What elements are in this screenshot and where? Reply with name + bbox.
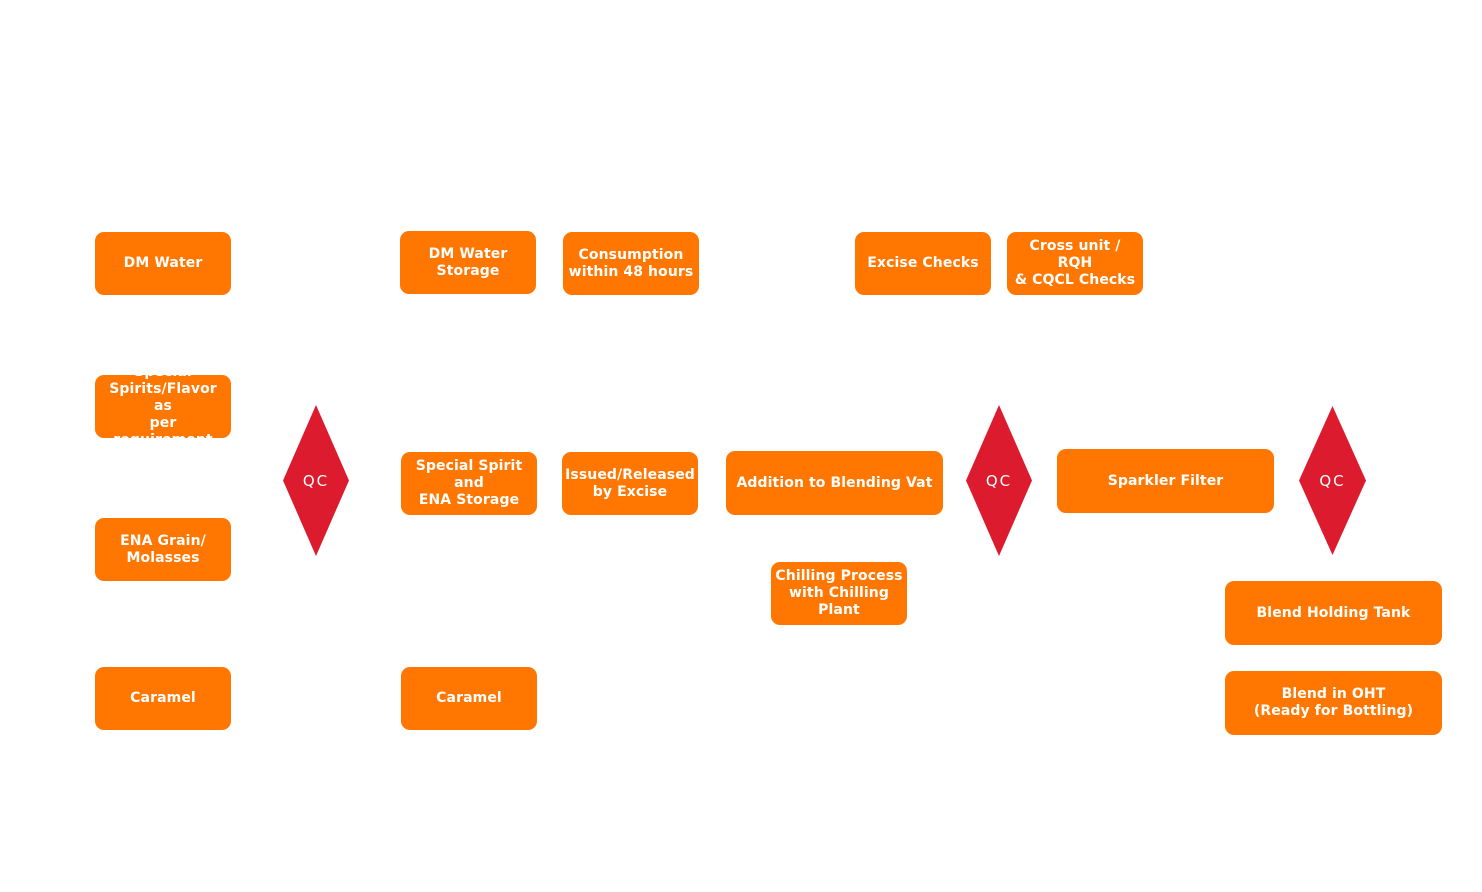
consumption-box: Consumption within 48 hours [563,232,699,295]
dm-water-storage-box: DM Water Storage [400,231,536,294]
qc-diamond-shape [966,405,1032,556]
qc-label: QC [1319,471,1346,490]
qc-diamond-shape [283,405,349,556]
sparkler-filter-box: Sparkler Filter [1057,449,1274,513]
caramel-input-box: Caramel [95,667,231,730]
special-spirit-ena-storage-box: Special Spirit and ENA Storage [401,452,537,515]
qc-diamond-shape [1299,406,1366,555]
chilling-process-box: Chilling Process with Chilling Plant [771,562,907,625]
qc-diamond-3: QC [1299,406,1366,555]
excise-checks-box: Excise Checks [855,232,991,295]
blend-holding-tank-box: Blend Holding Tank [1225,581,1442,645]
issued-released-box: Issued/Released by Excise [562,452,698,515]
qc-label: QC [985,471,1013,490]
dm-water-box: DM Water [95,232,231,295]
ena-grain-box: ENA Grain/ Molasses [95,518,231,581]
blending-vat-box: Addition to Blending Vat [726,451,943,515]
caramel-storage-box: Caramel [401,667,537,730]
blend-in-oht-box: Blend in OHT (Ready for Bottling) [1225,671,1442,735]
qc-diamond-1: QC [283,405,349,556]
qc-diamond-2: QC [966,405,1032,556]
special-spirits-box: Special Spirits/Flavor as per requiremen… [95,364,231,448]
qc-label: QC [302,471,330,490]
cross-unit-checks-box: Cross unit / RQH & CQCL Checks [1007,232,1143,295]
